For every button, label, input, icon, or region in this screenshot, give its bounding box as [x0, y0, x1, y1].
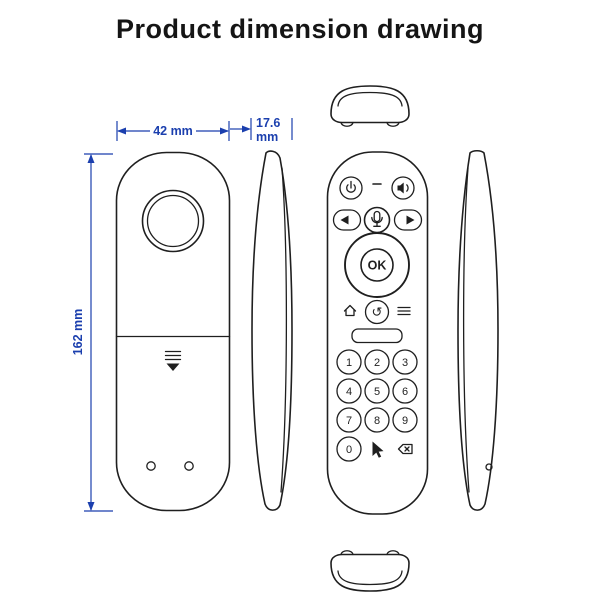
side-view-left	[251, 150, 293, 511]
depth-dimension-value: 17.6	[256, 116, 280, 130]
arrowhead-icon	[220, 127, 229, 135]
speaker-icon	[397, 182, 404, 194]
digit-button	[364, 407, 390, 433]
menu-button	[397, 306, 411, 316]
side-button	[485, 463, 493, 471]
mic-icon	[373, 210, 381, 223]
screw-hole	[146, 461, 156, 471]
right-arrow-button	[393, 209, 423, 231]
bottom-inner-line	[337, 570, 403, 586]
sound-wave-icon	[406, 184, 409, 192]
arrowhead-icon	[87, 154, 95, 163]
volume-button	[391, 176, 415, 200]
digit-button	[364, 378, 390, 404]
digit-label: 5	[374, 386, 380, 398]
digit-label: 0	[346, 444, 352, 456]
digit-button	[392, 407, 418, 433]
back-icon: ↺	[372, 306, 383, 321]
power-button	[339, 176, 363, 200]
digit-label: 4	[346, 386, 352, 398]
backspace-icon	[397, 443, 413, 455]
digit-button	[336, 407, 362, 433]
digit-button	[336, 349, 362, 375]
digit-button	[336, 436, 362, 462]
digit-label: 2	[374, 357, 380, 369]
back-button: ↺	[364, 299, 390, 325]
digit-label: 7	[346, 415, 352, 427]
foot-bump	[340, 121, 354, 127]
keypad: 1 2 3 4 5 6 7 8 9 0	[336, 349, 418, 462]
side-edge-line	[462, 167, 470, 493]
left-arrow-button	[332, 209, 362, 231]
pill-outline	[332, 209, 362, 231]
power-icon	[346, 184, 356, 193]
side-outline	[251, 150, 293, 511]
right-arrow-icon	[406, 215, 415, 225]
digit-label: 8	[374, 415, 380, 427]
digit-button	[336, 378, 362, 404]
top-view	[330, 85, 410, 127]
pill-outline	[393, 209, 423, 231]
top-outline	[330, 85, 410, 124]
digit-label: 6	[402, 386, 408, 398]
home-icon	[343, 304, 357, 317]
cursor-icon	[372, 441, 384, 458]
screw-hole	[184, 461, 194, 471]
backspace-x	[404, 446, 410, 452]
page-title: Product dimension drawing	[115, 14, 485, 44]
side-outline	[457, 149, 499, 511]
ok-center	[360, 248, 394, 282]
back-view	[115, 151, 231, 512]
button-ring	[364, 299, 390, 325]
slide-arrow-icon	[166, 363, 180, 371]
battery-release-icon	[164, 350, 182, 371]
top-inner-line	[337, 91, 403, 107]
cursor-button	[372, 441, 384, 458]
foot-bump	[386, 121, 400, 127]
ok-label: OK	[368, 259, 387, 273]
height-dimension-label: 162 mm	[71, 309, 85, 356]
foot-bump	[386, 550, 400, 556]
dimension-depth: 17.6 mm	[230, 116, 293, 144]
left-arrow-icon	[340, 215, 349, 225]
digit-button	[392, 349, 418, 375]
button-ring	[339, 176, 363, 200]
width-dimension-label: 42 mm	[153, 124, 193, 138]
arrowhead-icon	[242, 125, 251, 133]
front-view: OK ↺ 1 2 3 4	[326, 151, 429, 515]
digit-label: 9	[402, 415, 408, 427]
arrowhead-icon	[117, 127, 126, 135]
backspace-button	[397, 443, 413, 455]
digit-button	[392, 378, 418, 404]
digit-label: 3	[402, 357, 408, 369]
dimension-width: 42 mm	[116, 121, 230, 141]
arrowhead-icon	[87, 502, 95, 511]
foot-bump	[340, 550, 354, 556]
side-edge-line	[280, 167, 288, 493]
mic-button	[363, 206, 391, 234]
dimension-height: 162 mm	[71, 153, 113, 512]
bottom-view	[330, 550, 410, 592]
depth-dimension-unit: mm	[256, 130, 278, 144]
ok-button: OK	[344, 232, 410, 298]
wide-function-button	[351, 328, 403, 344]
back-lens-ring	[141, 189, 205, 253]
digit-label: 1	[346, 357, 352, 369]
bottom-outline	[330, 553, 410, 592]
remote-back-outline	[115, 151, 231, 512]
nav-ring	[344, 232, 410, 298]
button-ring	[391, 176, 415, 200]
side-view-right	[457, 149, 499, 511]
home-button	[343, 304, 357, 317]
back-lens-inner	[146, 194, 200, 248]
remote-front-outline	[326, 151, 429, 515]
digit-button	[364, 349, 390, 375]
